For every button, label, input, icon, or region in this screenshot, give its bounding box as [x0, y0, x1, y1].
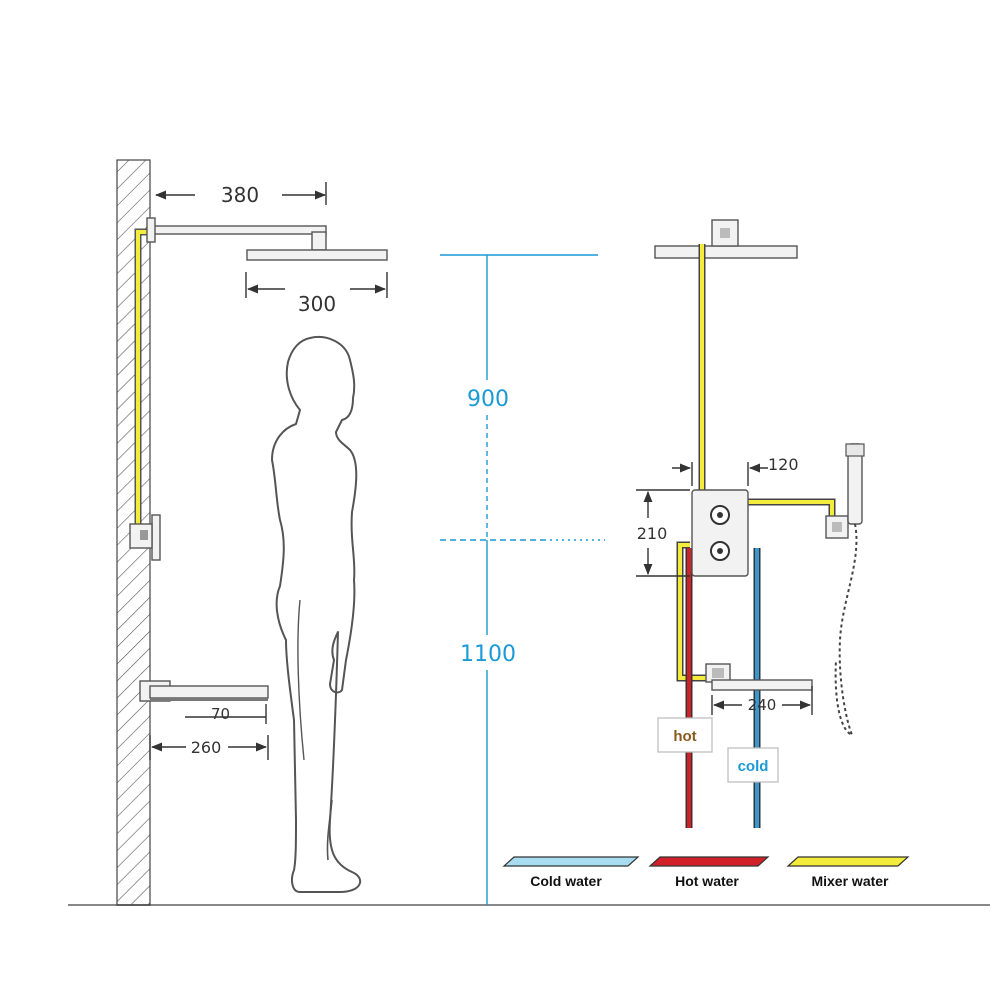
valve-side — [151, 514, 161, 561]
legend: Cold water Hot water Mixer water — [502, 856, 910, 889]
side-view: 380 300 70 260 — [116, 159, 388, 906]
hand-shower-hose — [834, 523, 858, 737]
legend-label-hot-water: Hot water — [675, 873, 739, 889]
legend-label-cold-water: Cold water — [530, 873, 602, 889]
spout-length-dimension: 260 — [191, 738, 222, 757]
hot-tag: hot — [673, 728, 696, 745]
valve-plate-front — [691, 489, 749, 577]
shower-head-side — [246, 249, 388, 261]
legend-item-cold-water: Cold water — [502, 856, 640, 889]
arm-length-dimension: 380 — [221, 183, 259, 207]
spout-offset-dimension: 70 — [211, 705, 230, 723]
valve-height-dimension: 210 — [637, 524, 668, 543]
height-measure: 900 1100 — [440, 254, 605, 905]
shower-arm-side — [149, 225, 327, 235]
valve-width-dimension: 120 — [768, 455, 799, 474]
mixer-pipes-front — [676, 244, 836, 682]
legend-item-mixer-water: Mixer water — [786, 856, 910, 889]
shower-head-front — [654, 245, 798, 259]
upper-height-dimension: 900 — [467, 387, 509, 412]
front-view: 120 210 240 hot cold — [636, 219, 865, 828]
cold-tag: cold — [738, 758, 769, 775]
head-width-dimension: 300 — [298, 292, 336, 316]
lower-height-dimension: 1100 — [460, 642, 516, 667]
human-figure — [271, 336, 362, 893]
legend-label-mixer-water: Mixer water — [811, 873, 889, 889]
legend-item-hot-water: Hot water — [648, 856, 770, 889]
spout-front-length-dimension: 240 — [748, 696, 777, 714]
